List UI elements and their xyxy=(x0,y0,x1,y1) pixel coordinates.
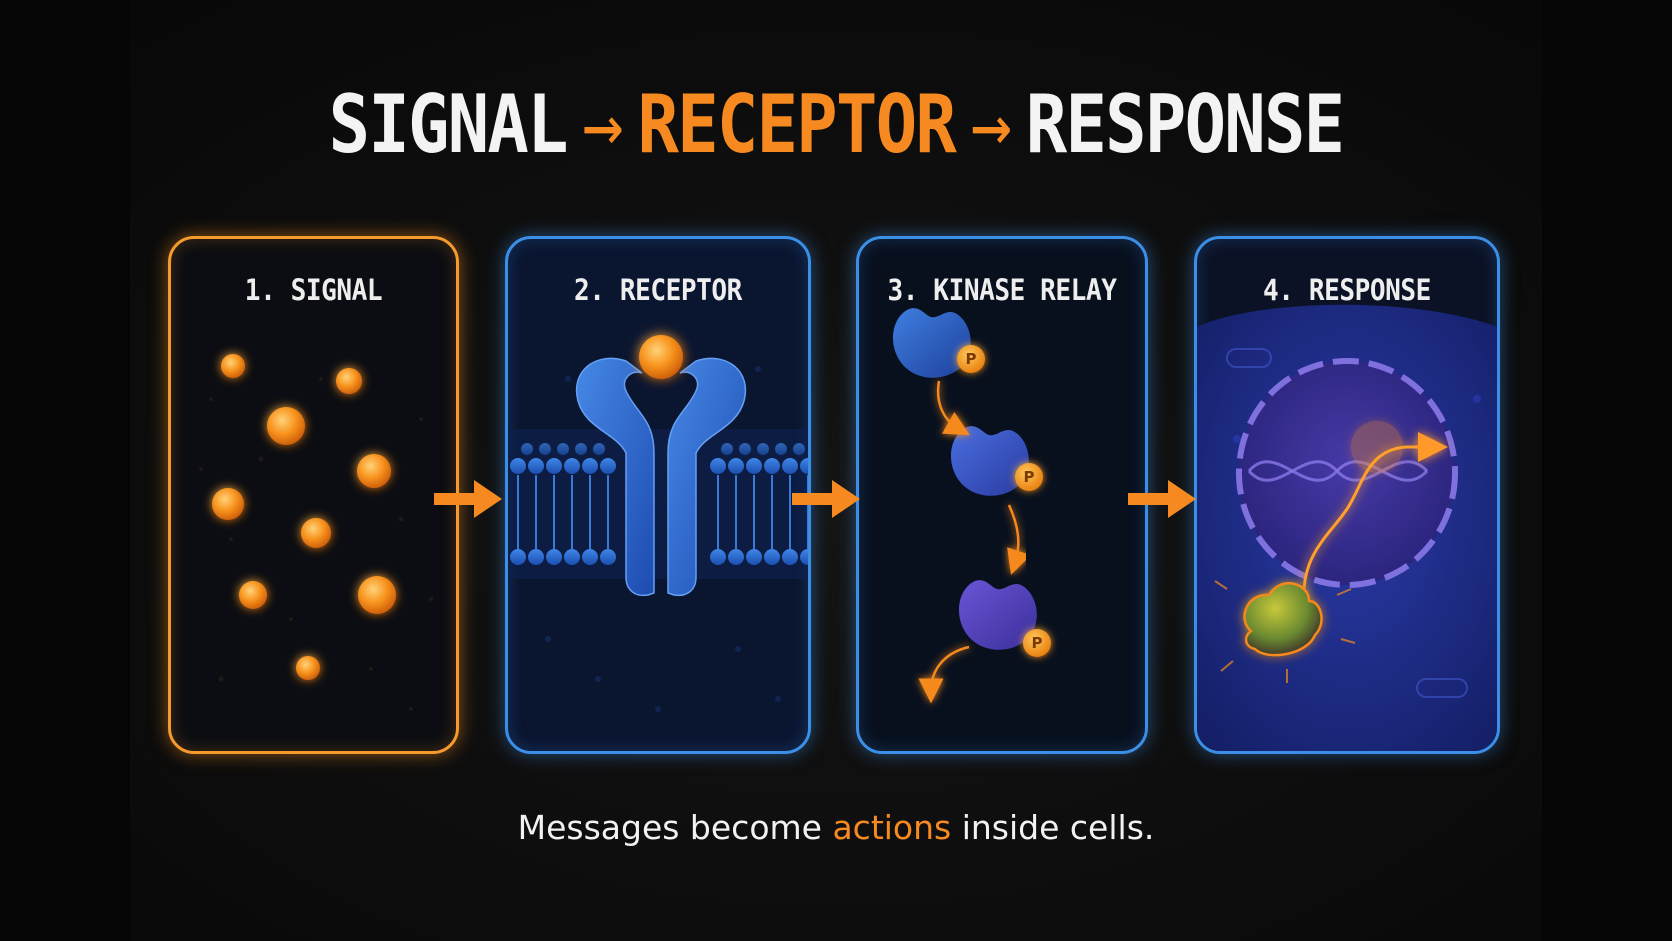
title-response: RESPONSE xyxy=(1026,78,1344,171)
phosphate-1-label: P xyxy=(966,350,977,368)
relay-arrow-1 xyxy=(938,381,959,429)
relay-arrow-2 xyxy=(1009,505,1018,563)
panel-receptor: 2. RECEPTOR xyxy=(505,236,811,754)
left-frame-bar xyxy=(0,0,130,941)
signal-molecule-cluster xyxy=(212,354,396,680)
flow-arrow-3 xyxy=(1126,476,1198,522)
flow-arrow-2 xyxy=(790,476,862,522)
page-title: SIGNAL→RECEPTOR→RESPONSE xyxy=(117,78,1555,171)
caption-before: Messages become xyxy=(518,808,833,847)
kinase-1 xyxy=(893,308,971,378)
panel-label-kinase-relay: 3. KINASE RELAY xyxy=(873,273,1130,307)
kinase-relay-art: P P P xyxy=(859,239,1148,754)
caption: Messages become actions inside cells. xyxy=(0,808,1672,847)
panel-label-signal: 1. SIGNAL xyxy=(185,273,442,307)
title-receptor: RECEPTOR xyxy=(637,78,955,171)
kinase-2 xyxy=(951,426,1029,496)
panel-label-response: 4. RESPONSE xyxy=(1212,273,1482,307)
title-arrow-1: → xyxy=(582,78,622,171)
panel-signal: 1. SIGNAL xyxy=(168,236,459,754)
relay-arrow-3 xyxy=(931,647,969,691)
bound-ligand xyxy=(639,335,683,379)
title-arrow-2: → xyxy=(971,78,1011,171)
phosphate-3-label: P xyxy=(1032,634,1043,652)
receptor-art xyxy=(508,239,811,754)
nucleus xyxy=(1239,361,1455,585)
panel-label-receptor: 2. RECEPTOR xyxy=(523,273,793,307)
response-art xyxy=(1197,239,1500,754)
caption-after: inside cells. xyxy=(951,808,1154,847)
flow-arrow-1 xyxy=(432,476,504,522)
title-signal: SIGNAL xyxy=(329,78,567,171)
panel-kinase-relay: P P P 3. KINASE RELAY xyxy=(856,236,1148,754)
caption-accent: actions xyxy=(832,808,951,847)
signal-molecules-art xyxy=(171,239,459,754)
panel-response: 4. RESPONSE xyxy=(1194,236,1500,754)
phosphate-2-label: P xyxy=(1024,468,1035,486)
right-frame-bar xyxy=(1542,0,1672,941)
